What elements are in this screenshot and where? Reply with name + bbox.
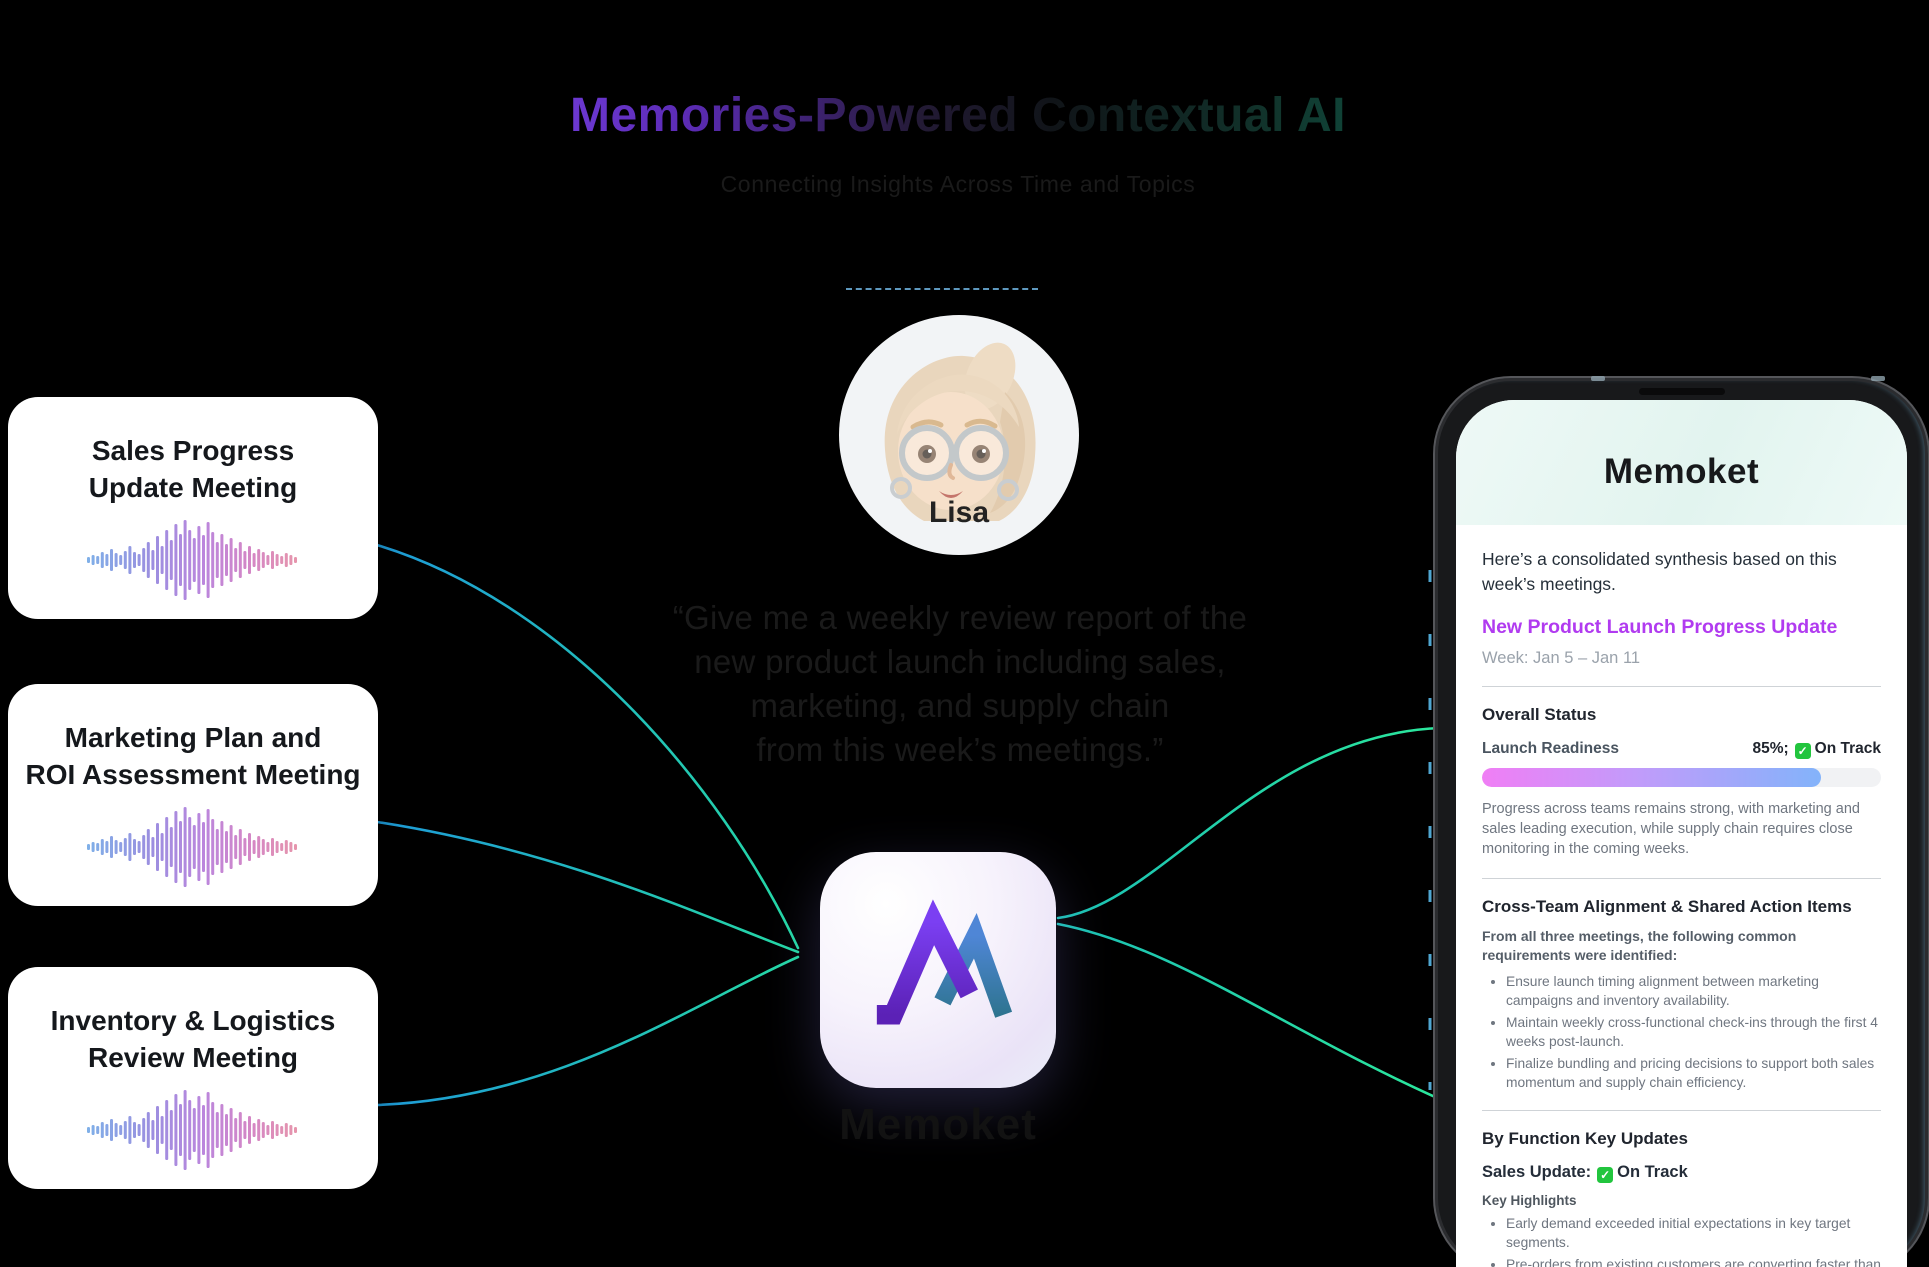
meeting-title-line: Sales Progress	[91, 435, 295, 466]
meeting-title-line: ROI Assessment Meeting	[25, 758, 361, 790]
memoket-m-logo-icon	[876, 899, 1013, 1025]
sales-bullet-list: Early demand exceeded initial expectatio…	[1482, 1214, 1881, 1267]
divider	[1482, 685, 1881, 687]
curve-sales-to-app	[375, 543, 800, 950]
on-track-check-icon: ✓	[1597, 1167, 1614, 1184]
bullet-item: Early demand exceeded initial expectatio…	[1506, 1214, 1881, 1252]
app-name-label: Memoket	[839, 1100, 1037, 1149]
curve-inventory-to-app	[375, 955, 800, 1107]
by-function-heading: By Function Key Updates	[1482, 1129, 1688, 1149]
audio-waveform-icon	[87, 806, 297, 887]
curve-app-to-phone-bottom	[1056, 922, 1462, 1110]
report-title: New Product Launch Progress Update	[1482, 615, 1838, 638]
phone-antenna-mark	[1591, 376, 1605, 381]
meeting-card-title: Marketing Plan and ROI Assessment Meetin…	[8, 720, 378, 794]
alignment-bullet-list: Ensure launch timing alignment between m…	[1482, 972, 1881, 1092]
launch-readiness-progress-track	[1482, 767, 1881, 787]
alignment-intro: From all three meetings, the following c…	[1482, 927, 1797, 964]
overall-status-heading: Overall Status	[1482, 704, 1597, 724]
overall-summary: Progress across teams remains strong, wi…	[1482, 800, 1860, 858]
launch-readiness-row: Launch Readiness 85%; ✓On Track	[1482, 740, 1881, 759]
user-quote: “Give me a weekly review report of the n…	[560, 596, 1360, 772]
dashed-guide-line	[846, 288, 1038, 290]
memoket-app-icon	[820, 852, 1056, 1088]
key-highlights-heading: Key Highlights	[1482, 1193, 1577, 1209]
phone-screen: Memoket Here’s a consolidated synthesis …	[1456, 400, 1907, 1267]
memoji-woman-icon	[839, 315, 1079, 555]
bullet-item: Maintain weekly cross-functional check-i…	[1506, 1013, 1881, 1051]
metric-value: 85%; ✓On Track	[1752, 740, 1881, 759]
curve-marketing-to-app	[375, 820, 800, 954]
audio-waveform-icon	[87, 1089, 297, 1170]
avatar: Lisa	[838, 314, 1080, 556]
sales-update-status: Sales Update: ✓On Track	[1482, 1163, 1881, 1184]
on-track-check-icon: ✓	[1794, 742, 1811, 759]
phone-mockup: Memoket Here’s a consolidated synthesis …	[1433, 376, 1929, 1267]
divider	[1482, 877, 1881, 879]
audio-waveform-icon	[87, 519, 297, 600]
function-label: Sales Update:	[1482, 1163, 1592, 1182]
meeting-card-inventory: Inventory & Logistics Review Meeting	[8, 967, 378, 1189]
meeting-card-marketing: Marketing Plan and ROI Assessment Meetin…	[8, 684, 378, 906]
metric-status: On Track	[1814, 739, 1881, 757]
meeting-title-line: Inventory & Logistics	[50, 1005, 336, 1036]
report-body: Here’s a consolidated synthesis based on…	[1456, 547, 1907, 1267]
launch-readiness-progress-fill	[1482, 767, 1822, 787]
quote-line: marketing, and supply chain	[750, 687, 1170, 724]
meeting-title-line: Marketing Plan and	[64, 722, 322, 753]
memoket-wordmark: Memoket	[1603, 452, 1760, 491]
phone-header: Memoket	[1456, 400, 1907, 525]
phone-speaker-icon	[1638, 388, 1725, 395]
meeting-card-title: Sales Progress Update Meeting	[8, 433, 378, 507]
quote-line: from this week’s meetings.”	[756, 731, 1164, 768]
report-intro: Here’s a consolidated synthesis based on…	[1482, 549, 1837, 595]
meeting-card-title: Inventory & Logistics Review Meeting	[8, 1003, 378, 1077]
alignment-heading: Cross-Team Alignment & Shared Action Ite…	[1482, 896, 1852, 916]
bullet-item: Pre-orders from existing customers are c…	[1506, 1255, 1881, 1267]
quote-line: new product launch including sales,	[694, 643, 1226, 680]
phone-antenna-mark	[1871, 376, 1885, 381]
bullet-item: Finalize bundling and pricing decisions …	[1506, 1054, 1881, 1092]
function-status: On Track	[1617, 1163, 1688, 1182]
meeting-title-line: Review Meeting	[87, 1041, 299, 1073]
avatar-name: Lisa	[928, 496, 990, 529]
quote-line: “Give me a weekly review report of the	[672, 599, 1248, 636]
meeting-title-line: Update Meeting	[88, 471, 298, 503]
divider	[1482, 1110, 1881, 1112]
page-title: Memories-Powered Contextual AI	[0, 88, 1916, 143]
report-week: Week: Jan 5 – Jan 11	[1482, 648, 1641, 667]
page-subtitle: Connecting Insights Across Time and Topi…	[720, 171, 1196, 197]
metric-label: Launch Readiness	[1482, 740, 1619, 758]
metric-percent: 85%;	[1752, 739, 1789, 757]
bullet-item: Ensure launch timing alignment between m…	[1506, 972, 1881, 1010]
curve-app-to-phone-top	[1056, 726, 1442, 920]
meeting-card-sales: Sales Progress Update Meeting	[8, 397, 378, 619]
